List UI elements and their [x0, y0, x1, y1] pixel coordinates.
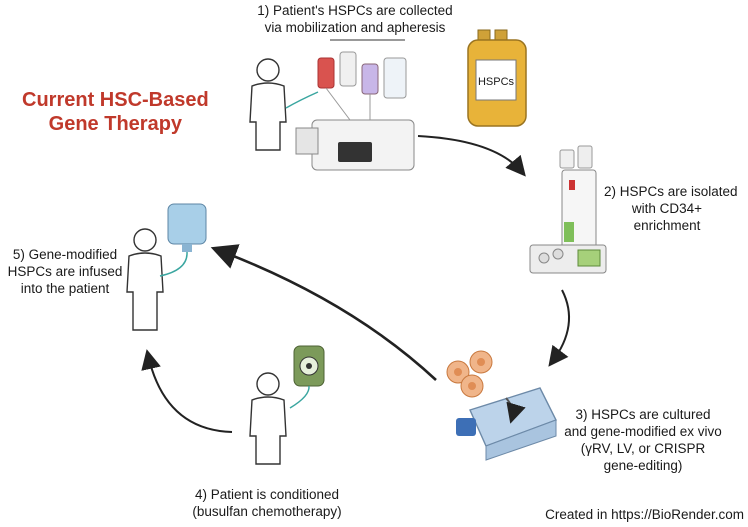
step-2-label: 2) HSPCs are isolated with CD34+ enrichm… — [604, 183, 738, 234]
iv-bag-icon — [159, 203, 207, 277]
step-1-line-2: via mobilization and apheresis — [264, 20, 446, 35]
step-3-line-1: 3) HSPCs are cultured — [575, 407, 711, 422]
arrow-3-to-5 — [210, 244, 437, 381]
step-4-line-2: (busulfan chemotherapy) — [192, 504, 342, 519]
arrow-2-to-3 — [548, 289, 571, 367]
patient-4-icon — [249, 372, 287, 465]
cycle-arrows — [141, 135, 571, 433]
credit-text: Created in https://BioRender.com — [545, 507, 744, 522]
title-line-2: Gene Therapy — [48, 113, 183, 135]
step-2-line-3: enrichment — [633, 218, 701, 233]
title-line-1: Current HSC-Based — [22, 89, 209, 111]
step-1-line-1: 1) Patient's HSPCs are collected — [257, 3, 453, 18]
cd34-separator-icon — [529, 145, 607, 274]
step-2-line-2: with CD34+ — [631, 201, 703, 216]
step-5-line-1: 5) Gene-modified — [12, 247, 118, 262]
step-2-line-1: 2) HSPCs are isolated — [604, 184, 738, 199]
culture-flask-icon — [456, 387, 557, 461]
step-3-line-2: and gene-modified ex vivo — [564, 424, 722, 439]
step-4-label: 4) Patient is conditioned (busulfan chem… — [182, 486, 352, 520]
patient-1-icon — [249, 58, 287, 151]
cells-icon — [446, 350, 493, 398]
arrow-4-to-5 — [141, 349, 233, 433]
diagram-title: Current HSC-Based Gene Therapy — [22, 88, 209, 136]
step-5-label: 5) Gene-modified HSPCs are infused into … — [2, 246, 128, 297]
step-3-line-3: (γRV, LV, or CRISPR — [580, 441, 706, 456]
patient-5-icon — [126, 228, 164, 331]
step-1-label: 1) Patient's HSPCs are collected via mob… — [240, 2, 470, 36]
step-5-line-2: HSPCs are infused — [7, 264, 123, 279]
arrow-1-to-2 — [417, 135, 526, 177]
hspc-bag-label: HSPCs — [477, 76, 515, 88]
chemo-bag-icon — [289, 345, 325, 409]
step-3-label: 3) HSPCs are cultured and gene-modified … — [558, 406, 728, 474]
hspc-bag-icon — [467, 29, 527, 127]
step-3-line-4: gene-editing) — [603, 458, 683, 473]
apheresis-machine-icon — [295, 39, 415, 171]
step-5-line-3: into the patient — [20, 281, 110, 296]
step-4-line-1: 4) Patient is conditioned — [194, 487, 340, 502]
